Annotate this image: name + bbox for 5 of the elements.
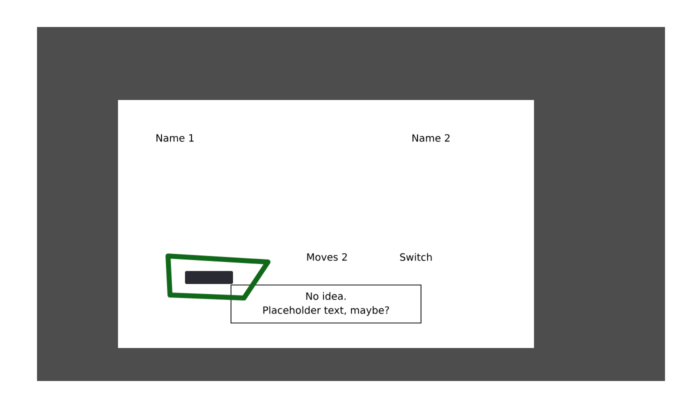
text-label: Switch bbox=[400, 253, 432, 261]
text-label: Name 2 bbox=[412, 134, 450, 142]
text-label: Name 1 bbox=[156, 134, 194, 142]
text-label: Moves 2 bbox=[307, 253, 347, 261]
tooltip-box: No idea. Placeholder text, maybe? bbox=[230, 284, 422, 324]
